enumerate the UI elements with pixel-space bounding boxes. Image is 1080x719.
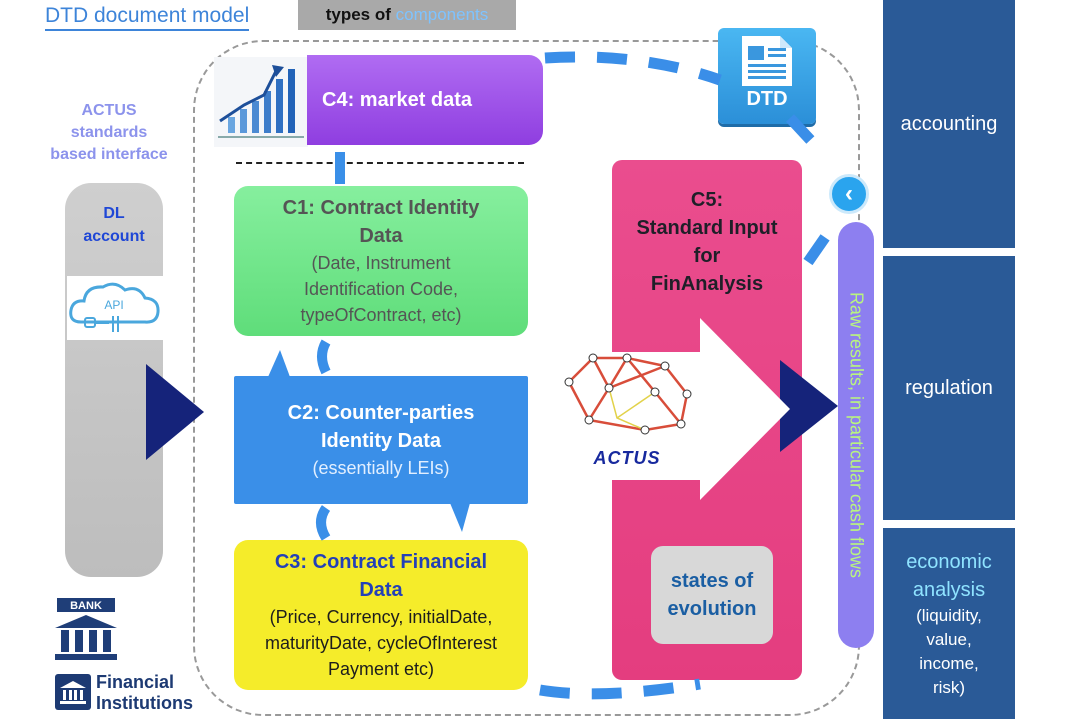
types-of-components-label: types of components [298, 0, 516, 30]
c5-title-line: C5: [690, 189, 724, 211]
chart-icon [214, 57, 308, 147]
economic-title: analysis [912, 578, 986, 601]
types-label-highlight: components [395, 5, 489, 24]
flow-dtd-to-c5 [785, 114, 820, 149]
economic-detail: income, [919, 653, 979, 673]
c2-down-pointer [450, 503, 470, 532]
actus-logo: ACTUS [593, 448, 661, 468]
c3-title: Data [359, 579, 403, 601]
institution-icon [55, 674, 91, 710]
c3-detail: (Price, Currency, initialDate, [269, 607, 493, 627]
dtd-label: DTD [746, 88, 788, 110]
actus-interface-label: ACTUS standards based interface [38, 100, 180, 166]
types-label-bold: types of [325, 5, 391, 24]
economic-title: economic [906, 550, 992, 573]
fi-line: Institutions [96, 693, 193, 713]
flow-to-back [803, 232, 831, 266]
flow-c4-to-dtd [544, 51, 722, 86]
states-line: states of [670, 570, 754, 592]
diagram-title: DTD document model [45, 4, 250, 31]
economic-detail: value, [926, 629, 972, 649]
accounting-label: accounting [900, 112, 998, 135]
c3-contract-financial-box: C3: Contract Financial Data (Price, Curr… [234, 540, 528, 690]
bank-label: BANK [70, 600, 102, 612]
dl-account-line: account [83, 228, 145, 245]
c4-market-data-box: C4: market data [307, 55, 543, 145]
document-icon [718, 28, 816, 124]
network-graph-icon [557, 352, 703, 480]
regulation-label: regulation [905, 376, 993, 399]
economic-detail: (liquidity, [916, 605, 982, 625]
right-margin [1015, 0, 1080, 719]
separator-line [236, 162, 524, 164]
c2-up-pointer [268, 350, 290, 377]
raw-results-bar [838, 222, 874, 648]
c5-title-line: Standard Input [636, 217, 778, 239]
c2-title: Identity Data [320, 430, 442, 452]
dl-account-line: DL [103, 205, 125, 222]
c1-detail: typeOfContract, etc) [300, 305, 462, 325]
actus-interface-line: standards [70, 124, 148, 141]
c5-title-line: for [693, 245, 721, 267]
c1-title: C1: Contract Identity [282, 197, 480, 219]
arrow-dl-to-c2 [146, 364, 204, 460]
actus-interface-line: based interface [50, 146, 168, 163]
accounting-panel: accounting [883, 0, 1015, 248]
regulation-panel: regulation [883, 256, 1015, 520]
c3-detail: Payment etc) [327, 659, 435, 679]
economic-detail: risk) [932, 677, 966, 697]
c2-counter-parties-box: C2: Counter-parties Identity Data (essen… [234, 376, 528, 504]
c1-title: Data [359, 225, 403, 247]
c1-detail: (Date, Instrument [311, 253, 451, 273]
states-of-evolution-box: states of evolution [651, 546, 773, 644]
actus-interface-line: ACTUS [81, 102, 137, 119]
cloud-api-icon: API [67, 276, 163, 340]
bank-icon: BANK [55, 598, 117, 660]
c1-contract-identity-box: C1: Contract Identity Data (Date, Instru… [234, 186, 528, 336]
arrow-actus-to-c5 [700, 318, 790, 500]
connector-c1-c2 [317, 339, 331, 375]
c2-title: C2: Counter-parties [287, 402, 475, 424]
fi-line: Financial [96, 672, 175, 692]
c4-title: C4: market data [322, 88, 473, 111]
c3-detail: maturityDate, cycleOfInterest [264, 633, 498, 653]
financial-institutions-label: Financial Institutions [96, 672, 193, 714]
c2-detail: (essentially LEIs) [312, 458, 450, 478]
c3-title: C3: Contract Financial [274, 551, 488, 573]
states-line: evolution [667, 598, 757, 620]
c1-detail: Identification Code, [303, 279, 459, 299]
arrow-c5-to-raw [780, 360, 838, 452]
connector-c2-c3 [316, 505, 331, 541]
api-label: API [104, 298, 123, 312]
c5-title-line: FinAnalysis [650, 273, 764, 295]
c5-title: C5: Standard Input for FinAnalysis [612, 186, 802, 298]
flow-c3-to-c5 [539, 678, 701, 700]
back-arrow-icon[interactable]: ‹ [829, 174, 869, 214]
economic-analysis-panel: economic analysis (liquidity, value, inc… [883, 528, 1015, 719]
dl-account-label: DL account [65, 202, 163, 248]
